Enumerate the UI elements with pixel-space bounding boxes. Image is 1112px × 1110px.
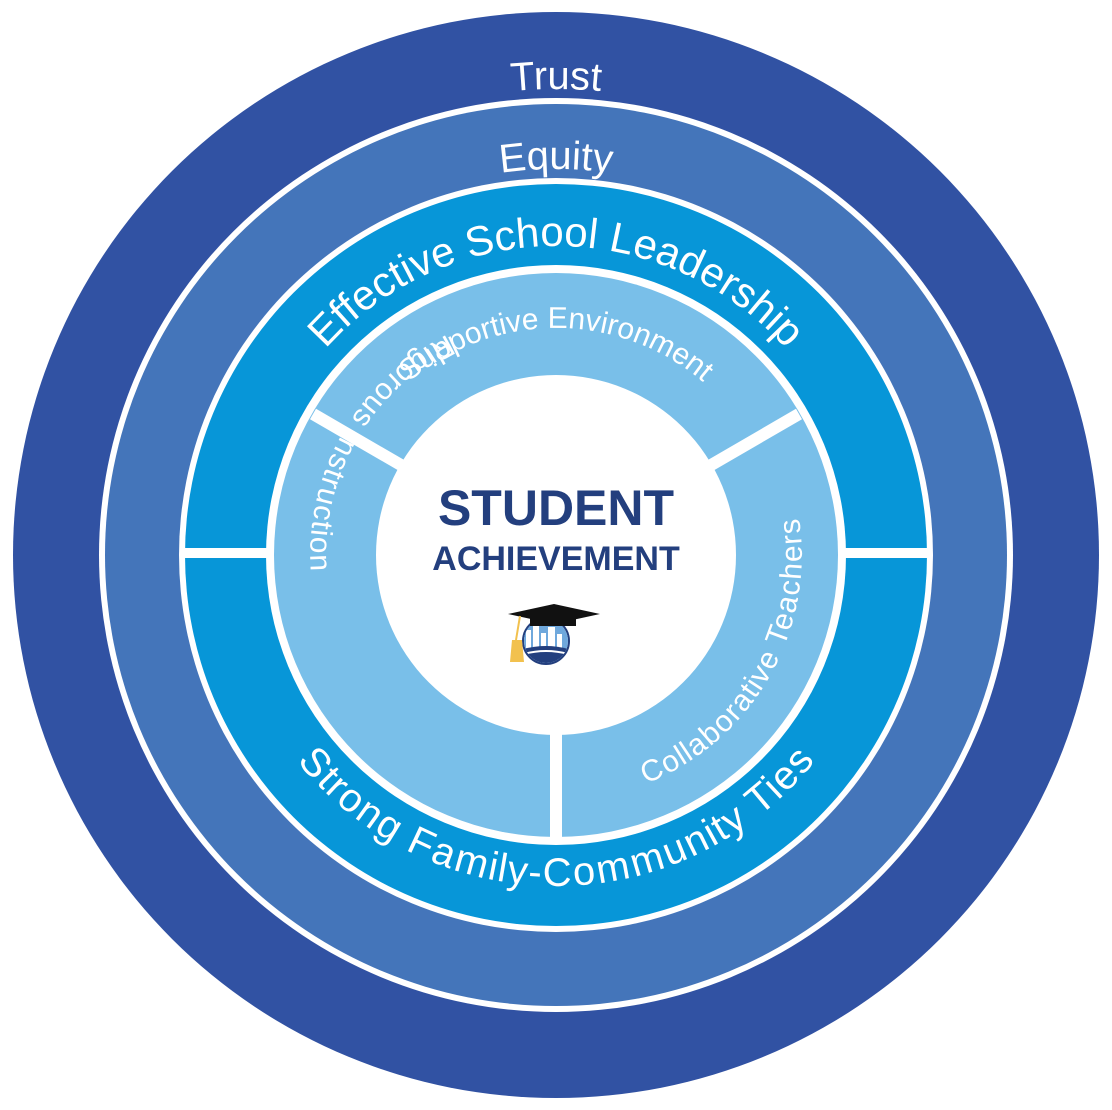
graduation-cap-city-logo-icon [508, 604, 600, 665]
center-circle [376, 375, 736, 735]
center-title-line2: ACHIEVEMENT [432, 540, 680, 578]
center-title-line1: STUDENT [438, 480, 674, 536]
equity-label: Equity [497, 134, 616, 182]
trust-label: Trust [509, 54, 604, 100]
